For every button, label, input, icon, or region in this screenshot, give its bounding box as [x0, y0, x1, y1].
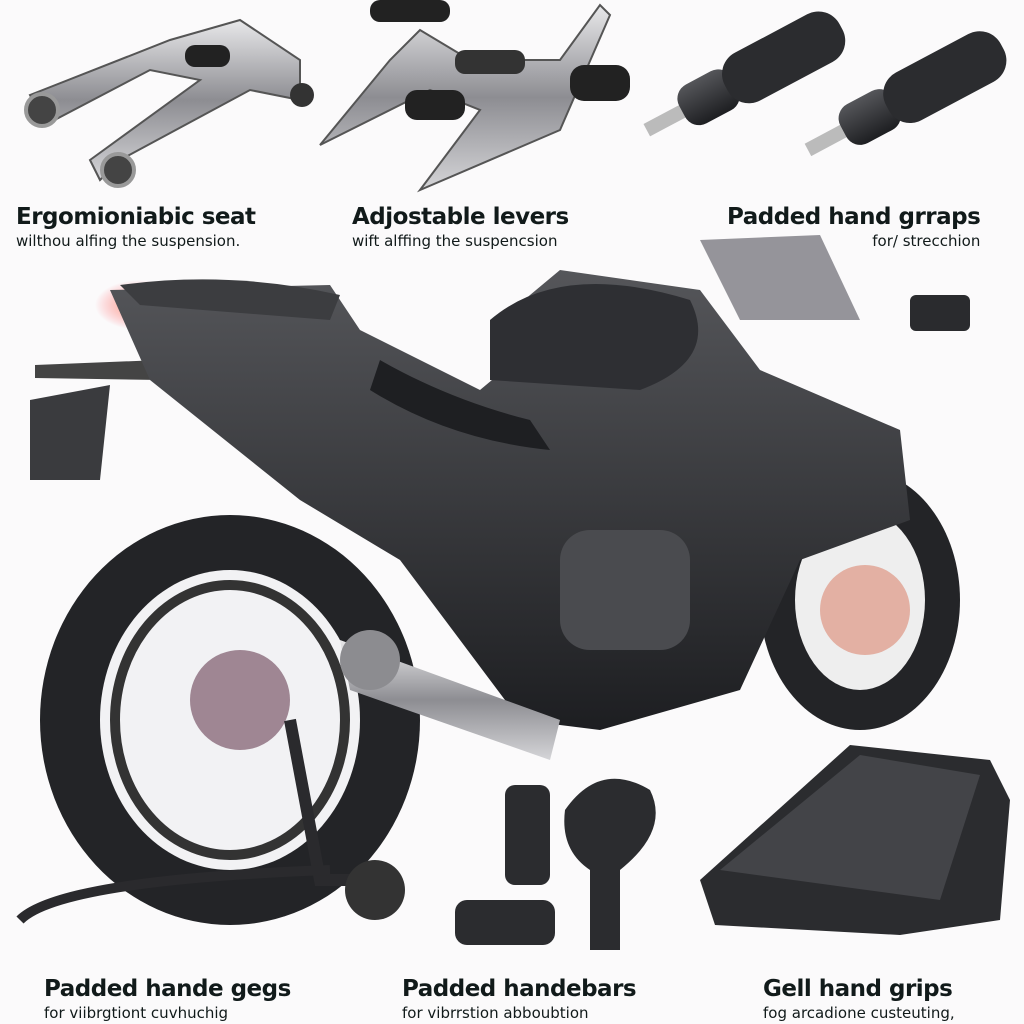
label-title: Ergomioniabic seat — [16, 204, 256, 230]
label-gel-hand-grips: Gell hand grips fog arcadione custeuting… — [763, 976, 955, 1022]
label-ergonomic-seat: Ergomioniabic seat wilthou alfing the su… — [16, 204, 256, 250]
label-subtitle: fog arcadione custeuting, — [763, 1004, 955, 1022]
label-subtitle: wilthou alfing the suspension. — [16, 232, 241, 250]
label-subtitle: for viibrgtiont cuvhuchig — [44, 1004, 229, 1022]
hand-grips-illustration — [643, 11, 1007, 157]
levers-illustration — [319, 0, 630, 193]
label-padded-handlebars: Padded handebars for vibrrstion abboubti… — [402, 976, 637, 1022]
label-padded-hand-grips: Padded hand grraps for/ strecchion — [727, 204, 981, 250]
label-adjustable-levers: Adjostable levers wift alffing the suspe… — [352, 204, 569, 250]
label-subtitle: for/ strecchion — [872, 232, 981, 250]
label-title: Padded hande gegs — [44, 976, 291, 1002]
footpeg-bracket-illustration — [24, 18, 314, 188]
label-subtitle: wift alffing the suspencsion — [352, 232, 558, 250]
label-subtitle: for vibrrstion abboubtion — [402, 1004, 589, 1022]
label-padded-pegs: Padded hande gegs for viibrgtiont cuvhuc… — [44, 976, 291, 1022]
motorcycle — [16, 235, 970, 925]
accessories-illustration — [455, 745, 1010, 950]
label-title: Padded hand grraps — [727, 204, 981, 230]
label-title: Adjostable levers — [352, 204, 569, 230]
label-title: Padded handebars — [402, 976, 637, 1002]
label-title: Gell hand grips — [763, 976, 953, 1002]
